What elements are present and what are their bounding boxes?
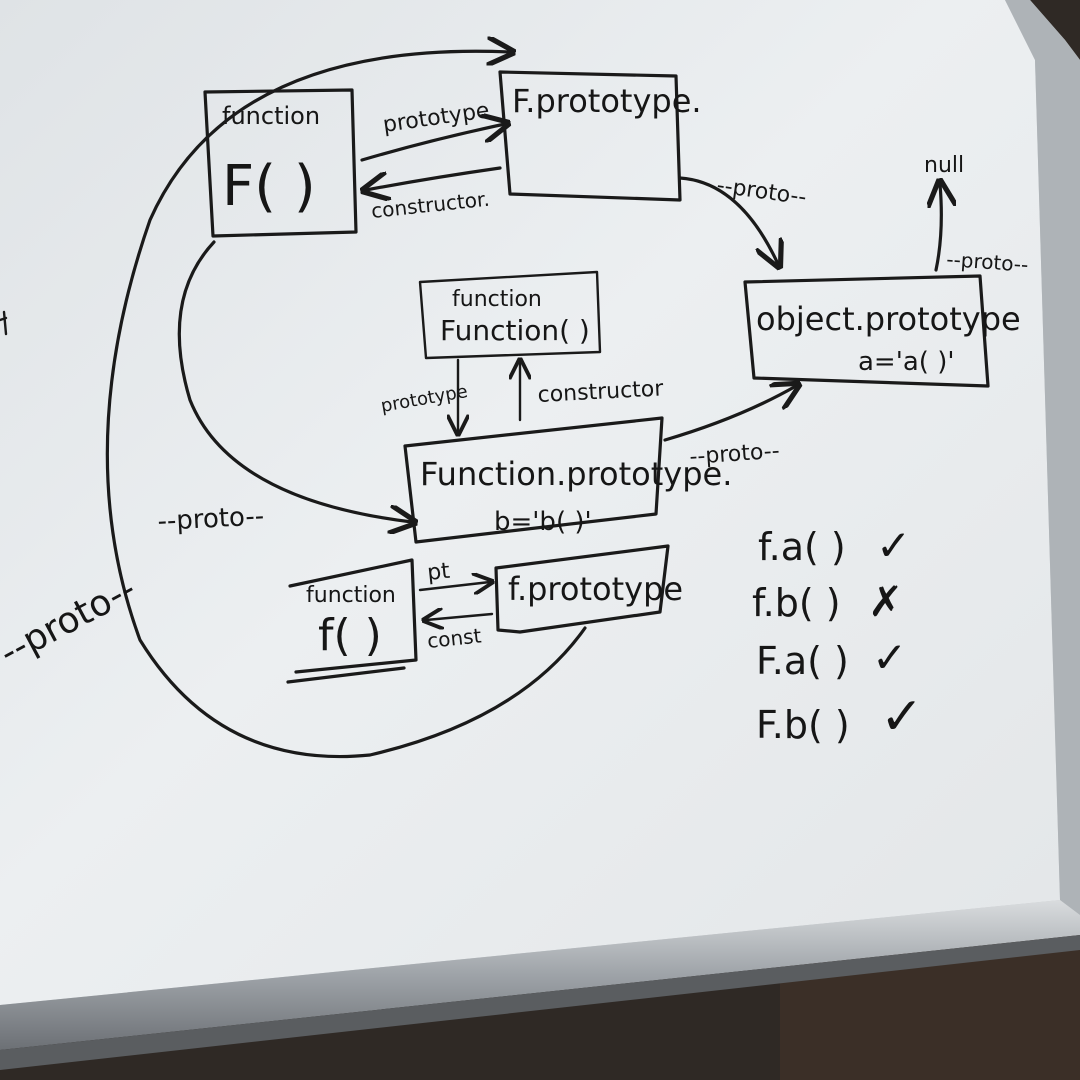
- box-F-prototype: F.prototype.: [498, 70, 702, 202]
- check-row-4: F.b( ) ✓: [756, 687, 924, 747]
- box-Function-fn-line1: function: [452, 287, 542, 312]
- box-f-fn-line1: function: [306, 583, 396, 608]
- label-const: const: [426, 623, 483, 653]
- label-proto-to-Function: --proto--: [157, 501, 265, 537]
- box-F-fn-line2: F( ): [222, 154, 316, 219]
- edge-scribble: [0, 310, 8, 336]
- box-function-f: function f( ): [286, 558, 418, 684]
- box-f-prototype: f.prototype: [494, 544, 683, 634]
- box-Object-proto-line1: object.prototype: [756, 300, 1021, 338]
- box-Function-proto-line2: b='b( )': [494, 507, 592, 537]
- check-expr-3: F.a( ): [756, 639, 849, 683]
- check-mark-3: ✓: [872, 633, 907, 682]
- label-null: null: [924, 153, 964, 178]
- arrow-prototype-top: [360, 124, 505, 162]
- check-expr-4: F.b( ): [756, 703, 850, 747]
- check-expr-1: f.a( ): [758, 525, 846, 569]
- whiteboard-bottom-rail: [0, 900, 1080, 1050]
- arrow-Object-to-null: [936, 184, 941, 272]
- arrow-Function-proto-to-Object: [663, 386, 796, 442]
- box-F-proto-line1: F.prototype.: [512, 82, 702, 120]
- arrow-big-loop: [105, 51, 587, 759]
- whiteboard-surface: [0, 0, 1060, 1005]
- check-expr-2: f.b( ): [752, 581, 841, 625]
- box-Function-proto-line1: Function.prototype.: [420, 455, 732, 493]
- check-mark-2: ✗: [868, 577, 903, 626]
- whiteboard-side-rail: [1005, 0, 1080, 920]
- arrow-constructor-top: [366, 166, 502, 190]
- arrow-const: [426, 614, 494, 620]
- box-Function-prototype: Function.prototype. b='b( )': [403, 416, 732, 544]
- arrow-F-to-Function-proto: [177, 240, 412, 522]
- box-function-Function: function Function( ): [418, 270, 602, 360]
- box-Function-fn-line2: Function( ): [440, 314, 590, 347]
- box-Object-prototype: object.prototype a='a( )': [743, 274, 1021, 388]
- check-mark-1: ✓: [876, 521, 911, 570]
- checklist: f.a( ) ✓ f.b( ) ✗ F.a( ) ✓ F.b( ) ✓: [752, 521, 924, 747]
- box-Object-proto-line2: a='a( )': [858, 347, 955, 377]
- check-row-1: f.a( ) ✓: [758, 521, 911, 570]
- check-row-2: f.b( ) ✗: [752, 577, 903, 626]
- box-f-fn-line2: f( ): [318, 610, 382, 661]
- connectors: [0, 51, 941, 759]
- rail-shadow: [0, 935, 1080, 1070]
- check-mark-4: ✓: [880, 687, 924, 747]
- arrow-F-proto-to-Object: [678, 176, 778, 264]
- arrow-pt: [418, 582, 490, 590]
- label-pt: pt: [426, 559, 451, 586]
- box-f-proto-line1: f.prototype: [508, 570, 683, 608]
- box-F-fn-line1: function: [222, 102, 320, 130]
- check-row-3: F.a( ) ✓: [756, 633, 907, 683]
- label-proto-Object-to-null: --proto--: [946, 247, 1030, 277]
- box-function-F: function F( ): [203, 88, 358, 238]
